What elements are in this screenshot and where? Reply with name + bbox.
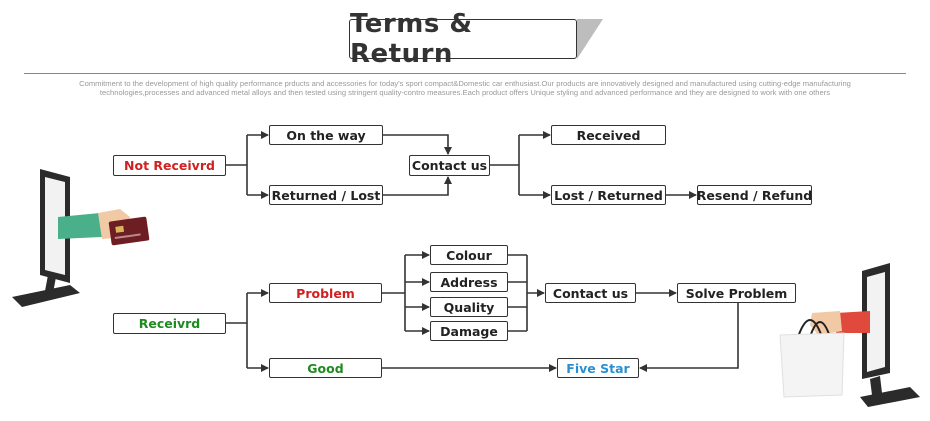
intro-text: Commitment to the development of high qu… — [40, 79, 890, 97]
on-the-way-node: On the way — [269, 125, 383, 145]
not-received-node: Not Receivrd — [113, 155, 226, 176]
contact-us-node-top: Contact us — [409, 155, 490, 176]
solve-problem-node: Solve Problem — [677, 283, 796, 303]
quality-node: Quality — [430, 297, 508, 317]
contact-us-node-bottom: Contact us — [545, 283, 636, 303]
five-star-node: Five Star — [557, 358, 639, 378]
returned-lost-node: Returned / Lost — [269, 185, 383, 205]
colour-node: Colour — [430, 245, 508, 265]
problem-node: Problem — [269, 283, 382, 303]
address-node: Address — [430, 272, 508, 292]
title-fold-decoration — [577, 19, 603, 59]
lost-returned-node: Lost / Returned — [551, 185, 666, 205]
damage-node: Damage — [430, 321, 508, 341]
intro-text-line-2: technologies,processes and advanced meta… — [99, 88, 831, 97]
received-node: Received — [551, 125, 666, 145]
monitor-shopping-bag-illustration — [779, 263, 920, 407]
intro-text-line-1: Commitment to the development of high qu… — [79, 79, 851, 88]
received-ok-node: Receivrd — [113, 313, 226, 334]
header-divider — [24, 73, 906, 74]
monitor-card-illustration — [12, 169, 150, 307]
good-node: Good — [269, 358, 382, 378]
resend-refund-node: Resend / Refund — [697, 185, 812, 205]
